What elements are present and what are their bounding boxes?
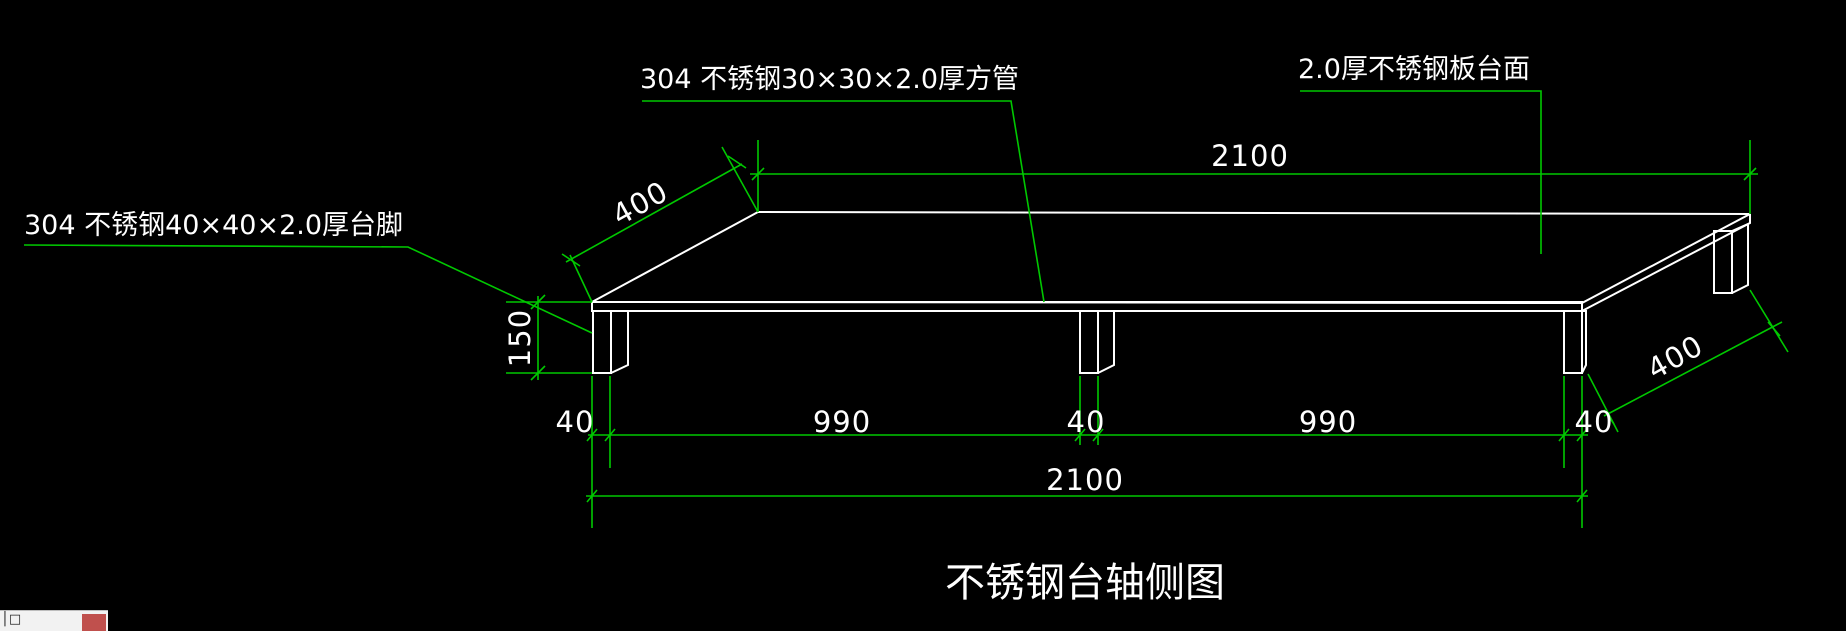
leg-height-dimension	[506, 294, 592, 381]
leg-width-mid-value: 40	[1067, 405, 1106, 439]
right-depth-dimension	[1587, 289, 1789, 433]
corner-toolbar-widget[interactable]: │□	[0, 610, 108, 631]
tube-callout-label: 304 不锈钢30×30×2.0厚方管	[640, 64, 1019, 95]
corner-widget-glyph: │□	[1, 612, 22, 627]
drawing-title: 不锈钢台轴侧图	[945, 560, 1225, 606]
leg-front-right	[1563, 310, 1587, 374]
leg-width-left-value: 40	[556, 405, 595, 439]
span-dimensions	[586, 376, 1588, 528]
tube-leader-line	[642, 100, 1045, 303]
leg-width-right-value: 40	[1575, 405, 1614, 439]
left-depth-dimension	[561, 146, 759, 303]
top-length-dimension	[750, 140, 1758, 214]
table-geometry	[591, 210, 1751, 374]
span-right-value: 990	[1299, 405, 1357, 439]
plate-leader-line	[1300, 90, 1542, 254]
leg-callout-label: 304 不锈钢40×40×2.0厚台脚	[24, 210, 403, 241]
annotation-lines	[23, 90, 1789, 528]
total-length-dimension	[586, 489, 1588, 503]
table-right-apron	[1581, 214, 1751, 312]
red-swatch-icon[interactable]	[82, 614, 106, 631]
plate-callout-label: 2.0厚不锈钢板台面	[1298, 54, 1530, 85]
leg-back-right	[1713, 222, 1749, 294]
leg-leader-line	[23, 244, 593, 334]
top-length-value: 2100	[1211, 139, 1289, 173]
span-left-value: 990	[813, 405, 871, 439]
leg-front-middle	[1079, 310, 1115, 374]
leg-front-left	[592, 310, 629, 374]
callout-texts: 304 不锈钢30×30×2.0厚方管 2.0厚不锈钢板台面 304 不锈钢40…	[24, 54, 1530, 241]
leg-height-value: 150	[503, 309, 537, 367]
total-length-value: 2100	[1046, 463, 1124, 497]
